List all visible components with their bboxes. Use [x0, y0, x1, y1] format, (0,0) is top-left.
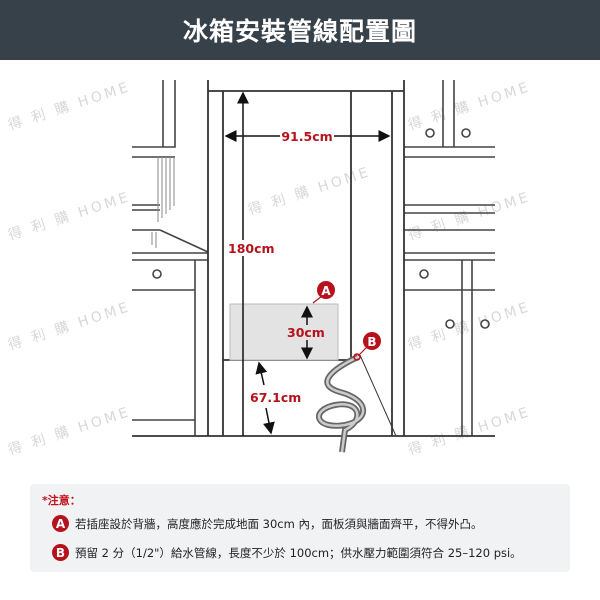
marker-a-label: A	[321, 284, 331, 298]
page-title: 冰箱安裝管線配置圖	[0, 0, 600, 60]
notes-title: *注意：	[42, 494, 81, 507]
floor-gap-label: 67.1cm	[250, 390, 301, 405]
notes-panel: *注意： A 若插座設於背牆，高度應於完成地面 30cm 內，面板須與牆面齊平，…	[30, 484, 570, 572]
outlet-zone	[229, 303, 339, 361]
cabinets	[132, 80, 495, 436]
watermark: 得 利 購 HOME	[6, 403, 133, 459]
watermark: 得 利 購 HOME	[6, 188, 133, 244]
badge-a: A	[52, 515, 69, 532]
watermark: 得 利 購 HOME	[246, 163, 373, 219]
width-label: 91.5cm	[281, 129, 332, 144]
marker-b-label: B	[367, 335, 376, 349]
marker-b: B	[363, 332, 381, 350]
marker-a: A	[317, 281, 335, 299]
height-label: 180cm	[228, 241, 275, 256]
watermark: 得 利 購 HOME	[406, 298, 533, 354]
note-b: B 預留 2 分（1/2"）給水管線，長度不少於 100cm；供水壓力範圍須符合…	[52, 544, 522, 561]
dimension-arrows	[224, 91, 391, 436]
badge-b: B	[52, 544, 69, 561]
watermark: 得 利 購 HOME	[406, 403, 533, 459]
watermark: 得 利 購 HOME	[6, 298, 133, 354]
fridge-installation-diagram: 得 利 購 HOME 得 利 購 HOME 得 利 購 HOME 得 利 購 H…	[6, 78, 533, 459]
watermark: 得 利 購 HOME	[6, 78, 133, 134]
note-text: 若插座設於背牆，高度應於完成地面 30cm 內，面板須與牆面齊平，不得外凸。	[75, 516, 483, 531]
note-text: 預留 2 分（1/2"）給水管線，長度不少於 100cm；供水壓力範圍須符合 2…	[75, 545, 522, 560]
note-a: A 若插座設於背牆，高度應於完成地面 30cm 內，面板須與牆面齊平，不得外凸。	[52, 515, 482, 532]
watermark: 得 利 購 HOME	[406, 188, 533, 244]
watermark: 得 利 購 HOME	[406, 78, 533, 134]
outlet-height-label: 30cm	[287, 325, 325, 340]
